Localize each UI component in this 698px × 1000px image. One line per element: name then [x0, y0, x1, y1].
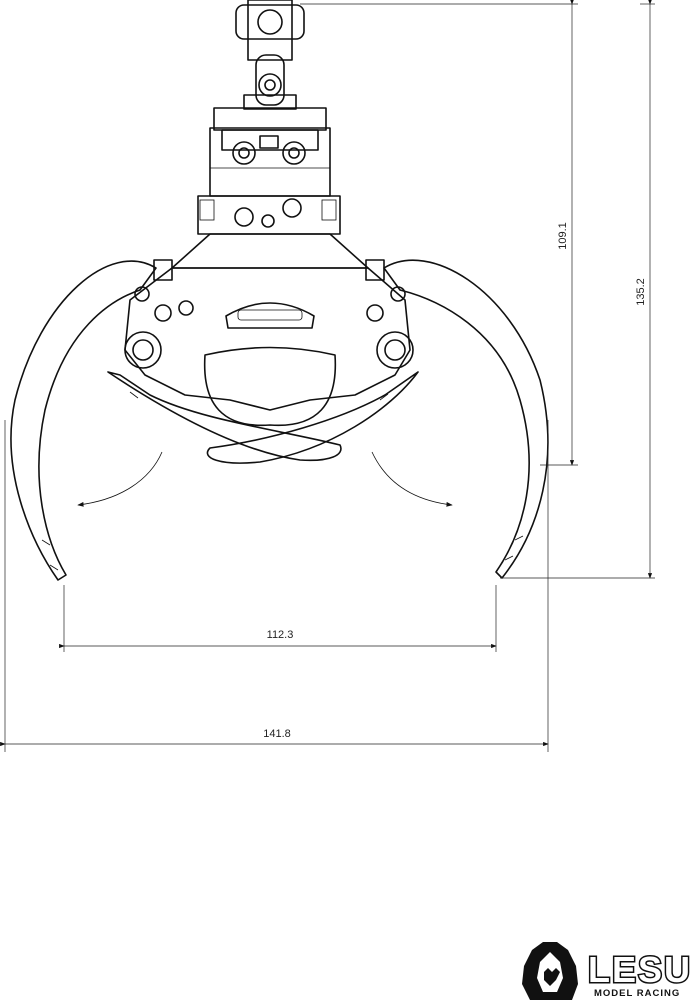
- lion-head-icon: [522, 942, 578, 1000]
- left-motion-arrow: [77, 451, 163, 507]
- top-clevis: [235, 0, 305, 110]
- right-motion-arrow: [371, 451, 453, 507]
- rotator: [197, 107, 341, 235]
- logo-brand: LESU: [588, 949, 692, 990]
- dimension-height-outer: 135.2: [635, 278, 647, 306]
- right-inner-jaw: [206, 371, 419, 464]
- dimension-lines: [0, 0, 655, 752]
- right-outer-tine: [383, 259, 549, 579]
- left-inner-jaw: [107, 371, 342, 462]
- center-housing: [124, 233, 414, 427]
- lesu-logo: LESU MODEL RACING: [522, 942, 692, 1000]
- left-outer-tine: [10, 260, 157, 581]
- logo-tagline: MODEL RACING: [594, 988, 680, 999]
- dimension-width-inner: 112.3: [267, 629, 294, 641]
- grapple-illustration: [10, 0, 549, 581]
- dimension-width-outer: 141.8: [263, 728, 291, 740]
- dimension-height-inner: 109.1: [557, 222, 569, 250]
